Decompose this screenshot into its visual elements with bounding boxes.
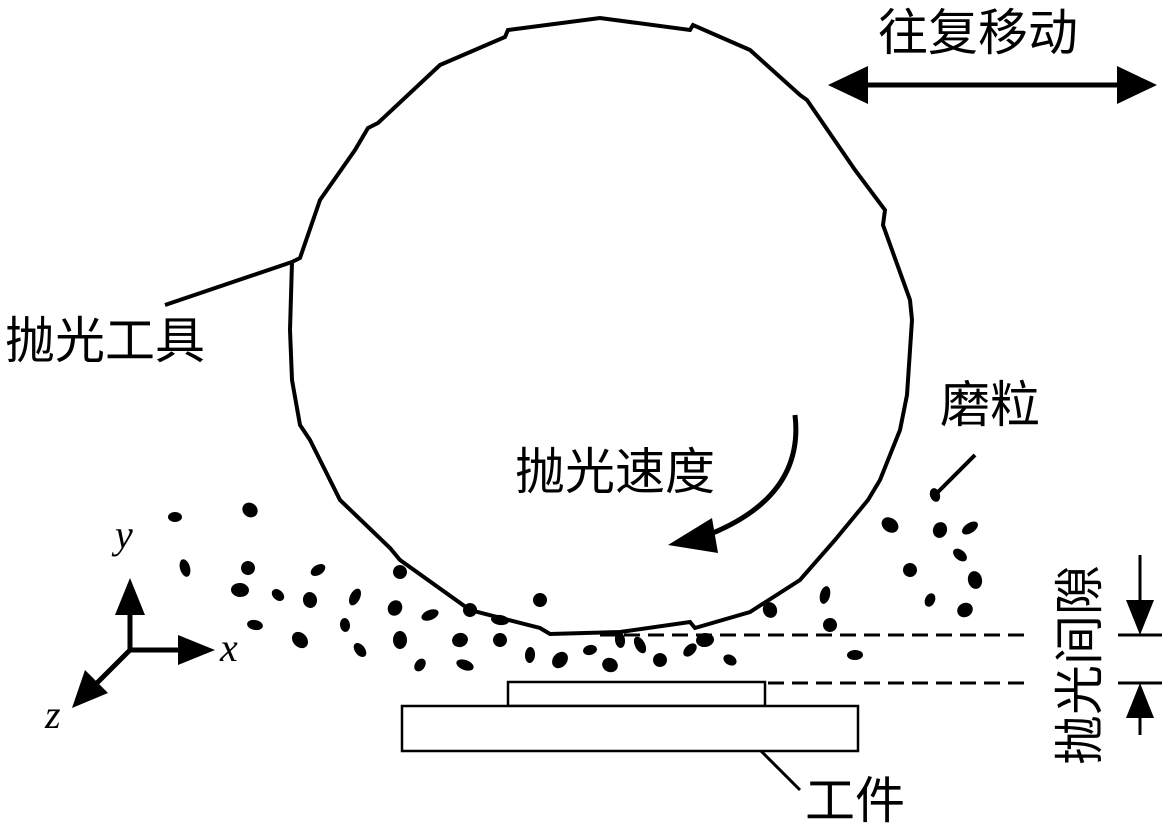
abrasive-particle	[393, 565, 407, 579]
abrasive-particle	[493, 633, 507, 647]
abrasive-particle	[847, 649, 863, 661]
abrasive-particle	[533, 593, 547, 607]
abrasive-particle	[583, 644, 597, 656]
abrasive-particle	[231, 582, 249, 598]
abrasive-particle	[271, 589, 285, 601]
abrasive-particles-label: 磨粒	[940, 376, 1040, 434]
abrasive-particle	[168, 512, 182, 522]
abrasive-particle	[247, 619, 263, 631]
abrasive-particle	[292, 631, 308, 649]
abrasive-particle	[683, 643, 697, 657]
abrasive-particle	[524, 647, 536, 663]
polishing-speed-label: 抛光速度	[515, 443, 715, 501]
polishing-tool-wheel	[287, 15, 915, 637]
abrasive-particle	[967, 571, 983, 589]
abrasive-particle	[242, 502, 258, 518]
abrasive-particle	[957, 602, 973, 618]
abrasive-particle	[696, 632, 714, 648]
abrasive-particle	[452, 632, 468, 648]
abrasive-leader	[933, 453, 977, 497]
abrasive-particle	[762, 602, 778, 618]
abrasive-particle	[633, 636, 647, 654]
abrasive-particle	[392, 631, 408, 649]
abrasive-particle	[932, 522, 948, 538]
abrasive-particle	[602, 657, 618, 673]
workpiece-label: 工件	[805, 772, 905, 830]
abrasive-particle	[421, 609, 439, 621]
abrasive-particle	[339, 618, 351, 632]
gap-lines	[600, 555, 1162, 735]
abrasive-particle	[653, 653, 667, 667]
abrasive-particle	[903, 563, 917, 577]
rotation-arrow	[668, 414, 799, 553]
abrasive-particle	[302, 592, 318, 608]
abrasive-particle	[491, 614, 509, 626]
abrasive-particle	[387, 600, 403, 616]
reciprocating-motion-label: 往复移动	[878, 4, 1078, 62]
abrasive-particle	[614, 632, 626, 648]
abrasive-particles	[168, 488, 983, 673]
y-axis-label: y	[115, 512, 133, 557]
abrasive-particle	[456, 659, 474, 671]
abrasive-particle	[881, 517, 899, 533]
abrasive-particle	[179, 559, 191, 577]
workpiece-base	[400, 704, 860, 753]
abrasive-particle	[353, 642, 367, 658]
abrasive-particle	[929, 488, 941, 502]
abrasive-particle	[463, 603, 477, 617]
abrasive-particle	[349, 588, 361, 606]
polishing-tool-leader	[164, 260, 293, 307]
workpiece-top	[506, 680, 767, 708]
abrasive-particle	[924, 593, 936, 607]
abrasive-particle	[953, 548, 967, 562]
abrasive-particle	[819, 586, 831, 604]
abrasive-particle	[723, 654, 737, 666]
polishing-gap-label: 抛光间隙	[1051, 565, 1109, 765]
abrasive-particle	[241, 561, 255, 575]
x-axis-label: x	[220, 625, 238, 670]
polishing-tool-label: 抛光工具	[5, 312, 205, 370]
reciprocating-arrow	[828, 66, 1157, 104]
coordinate-axes	[72, 578, 215, 708]
abrasive-particle	[962, 521, 978, 535]
abrasive-particle	[310, 564, 326, 576]
abrasive-particle	[414, 658, 426, 672]
abrasive-particle	[552, 651, 568, 669]
abrasive-particle	[823, 618, 837, 632]
z-axis-label: z	[45, 692, 61, 737]
